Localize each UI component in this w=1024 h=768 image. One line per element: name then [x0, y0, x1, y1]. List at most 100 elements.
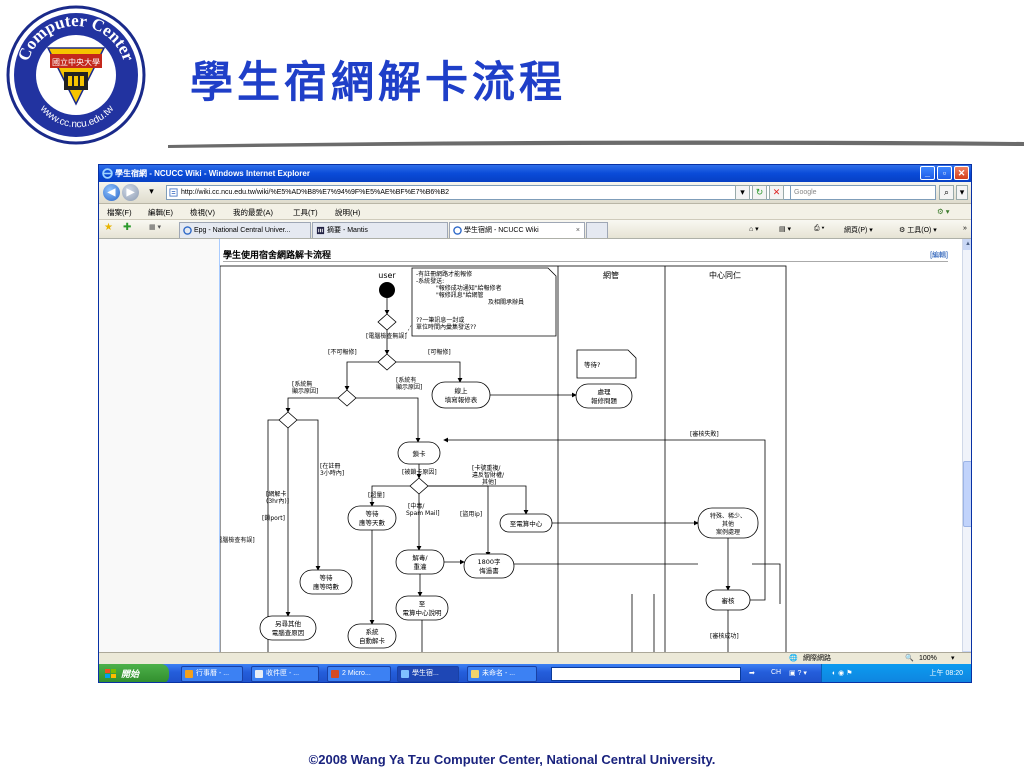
task-ie-wiki[interactable]: 學生宿... [397, 666, 459, 682]
guard-no-reason: 顯示原因] [292, 388, 318, 395]
address-input[interactable]: http://wiki.cc.ncu.edu.tw/wiki/%E5%AD%B8… [166, 185, 846, 200]
tab-bar: ★ ✚ ▦ ▾ Epg - National Central Univer...… [99, 220, 971, 239]
decision-node [377, 353, 397, 371]
activity-label: 等待 [320, 573, 334, 582]
note-line: -系統發送: [416, 277, 444, 285]
tab-ncucc-wiki[interactable]: 學生宿網 - NCUCC Wiki × [449, 222, 585, 238]
close-window-button[interactable]: ✕ [954, 166, 969, 180]
edit-link[interactable]: [編輯] [930, 252, 948, 259]
lane-center-staff: 中心同仁 [709, 270, 741, 280]
page-menu[interactable]: 網頁(P) ▾ [844, 227, 873, 234]
scroll-up-icon[interactable]: ▲ [963, 239, 971, 250]
tools-menu[interactable]: ⚙ 工具(O) ▾ [899, 227, 937, 234]
guard-overuse: [超量] [368, 491, 385, 499]
note-waiting [576, 349, 637, 379]
task-label: 收件匣 - ... [266, 670, 300, 677]
start-label: 開始 [121, 669, 140, 679]
activity-label: 電腦查原因 [272, 628, 305, 637]
computer-center-logo: Computer Center www.cc.ncu.edu.tw 國立中央大學 [6, 5, 146, 145]
activity-label: 特殊、稀少、 [710, 512, 746, 520]
refresh-icon[interactable]: ↻ [752, 185, 767, 200]
restore-button[interactable]: ▫ [937, 166, 952, 180]
page-content: 學生使用宿舍網路解卡流程 [編輯] user 網管 中心同仁 -有註冊網路才能報… [99, 239, 962, 662]
taskbar-arrow-icon[interactable]: ➡ [749, 670, 755, 677]
activity-auto-unlock [347, 623, 397, 649]
activity-label: 系統 [366, 627, 380, 636]
start-node [379, 282, 395, 298]
section-heading: 學生使用宿舍網路解卡流程 [223, 251, 332, 261]
title-divider [168, 140, 1024, 148]
guard-review-ok: [審核成功] [710, 632, 739, 640]
guard-bt: [鎖port] [262, 514, 285, 522]
guard-review-fail: [審核失敗] [690, 430, 719, 438]
guard-can-report: [可報修] [428, 348, 451, 356]
note-line: "報修成功通知"給報修者 [436, 284, 502, 292]
paint-icon [471, 670, 479, 678]
tools-menu-label: 工具(O) [907, 227, 932, 234]
activity-label: 填寫報修表 [445, 395, 478, 404]
activity-online-report [431, 381, 491, 409]
diagram-note [411, 267, 557, 337]
activity-label: 至 [419, 600, 426, 608]
tray-icons[interactable]: ◐ ◉ ⚑ [832, 670, 853, 677]
guard-card-dup: [卡號重複/ [472, 464, 501, 472]
taskbar-search-box[interactable] [551, 667, 741, 681]
guard-virus: Spam Mail] [406, 510, 440, 517]
toolbar-overflow-icon[interactable]: » [963, 225, 967, 232]
search-options-icon[interactable]: ▾ [956, 185, 968, 200]
ie-page-icon [453, 226, 462, 235]
note-line: 單位時間內彙集發送?? [416, 323, 476, 331]
back-button[interactable]: ◀ [103, 184, 120, 201]
add-favorites-icon[interactable]: ✚ [123, 222, 132, 233]
zoom-dropdown-icon[interactable]: ▾ [951, 655, 955, 662]
task-label: 2 Micro... [342, 670, 371, 677]
guard-virus: [中毒/ [408, 502, 425, 510]
task-calendar[interactable]: 行事曆 - ... [181, 666, 243, 682]
menu-edit[interactable]: 編輯(E) [148, 208, 173, 217]
search-icon[interactable]: ⌕ [939, 185, 954, 200]
feeds-icon[interactable]: ▤ ▾ [779, 226, 792, 233]
ime-icon[interactable]: ▣ ? ▾ [789, 670, 807, 677]
minimize-button[interactable]: _ [920, 166, 935, 180]
language-indicator[interactable]: CH [771, 669, 782, 676]
windows-taskbar: 開始 行事曆 - ... 收件匣 - ... 2 Micro... 學生宿...… [99, 664, 971, 682]
guard-unlock-card: (3hr內)] [266, 497, 289, 505]
print-icon[interactable]: ⎙ ▾ [814, 225, 825, 232]
forward-button[interactable]: ▶ [122, 184, 139, 201]
addons-icon[interactable]: ⚙ ▾ [937, 207, 950, 216]
search-input[interactable]: Google [790, 185, 936, 200]
home-icon[interactable]: ⌂ ▾ [749, 226, 759, 233]
activity-label: 鎖卡 [413, 449, 427, 458]
tab-epg[interactable]: Epg - National Central Univer... [179, 222, 311, 238]
tab-close-icon[interactable]: × [575, 227, 580, 234]
menu-file[interactable]: 檔案(F) [107, 208, 132, 217]
task-inbox[interactable]: 收件匣 - ... [251, 666, 319, 682]
tab-mantis[interactable]: 摘要 - Mantis [312, 222, 448, 238]
address-dropdown-icon[interactable]: ▾ [735, 185, 750, 200]
activity-handle-report [575, 383, 633, 409]
calendar-icon [185, 670, 193, 678]
vertical-scrollbar[interactable]: ▲ ▼ [962, 239, 971, 662]
favorites-star-icon[interactable]: ★ [104, 222, 113, 233]
zoom-level[interactable]: 100% [919, 655, 937, 662]
history-dropdown-icon[interactable]: ▾ [149, 186, 154, 196]
quick-tabs-icon[interactable]: ▦ ▾ [149, 224, 162, 231]
ie-icon [401, 670, 409, 678]
scroll-thumb[interactable] [963, 461, 971, 527]
zoom-icon[interactable]: 🔍 [905, 655, 914, 662]
status-zone: 網際網路 [803, 655, 831, 662]
menu-view[interactable]: 檢視(V) [190, 208, 215, 217]
menu-favorites[interactable]: 我的最愛(A) [233, 208, 273, 217]
task-paint[interactable]: 未命名 - ... [467, 666, 537, 682]
activity-label: 審核 [722, 596, 736, 605]
activity-label: 應等天數 [359, 518, 386, 527]
stop-icon[interactable]: ✕ [769, 185, 784, 200]
note-line: -有註冊網路才能報修 [416, 270, 472, 278]
start-button[interactable]: 開始 [99, 664, 169, 682]
menu-tools[interactable]: 工具(T) [293, 208, 318, 217]
new-tab-button[interactable] [586, 222, 608, 238]
activity-label: 另尋其他 [275, 619, 302, 628]
menu-help[interactable]: 說明(H) [335, 208, 361, 217]
window-titlebar[interactable]: 學生宿網 - NCUCC Wiki - Windows Internet Exp… [99, 165, 971, 182]
task-powerpoint[interactable]: 2 Micro... [327, 666, 391, 682]
